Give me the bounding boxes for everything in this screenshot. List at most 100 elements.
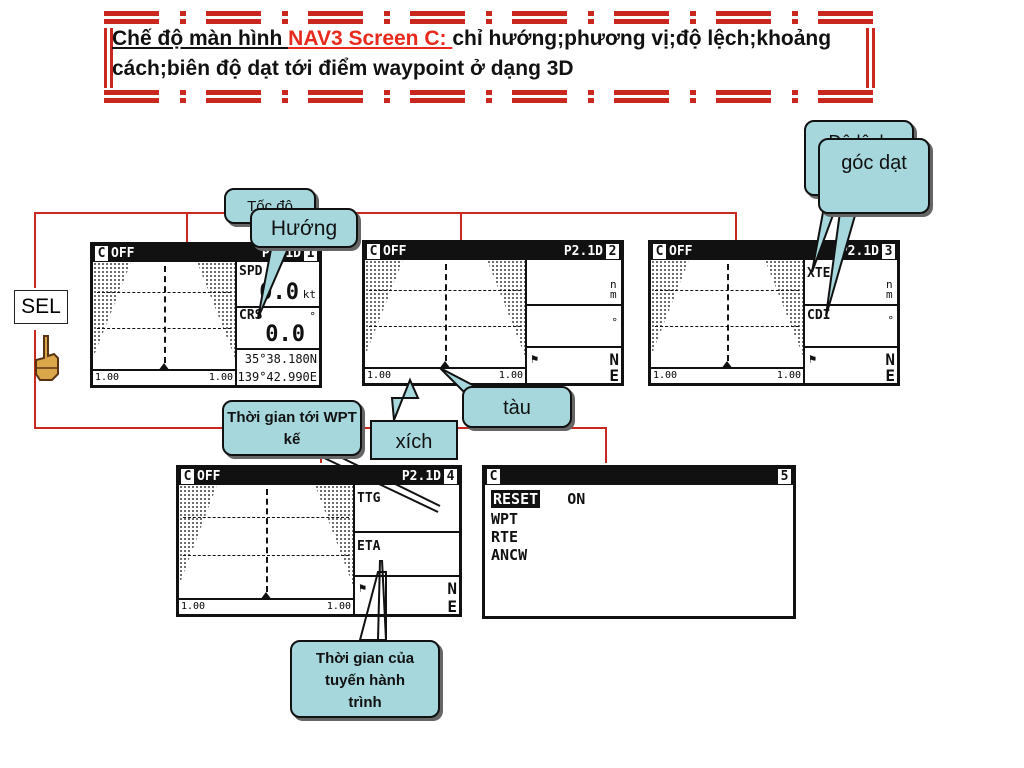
page-indicator: P2.1D xyxy=(401,469,441,484)
connector-line xyxy=(34,212,736,214)
waypoint-flag-icon: ⚑ xyxy=(809,352,817,366)
connector-line xyxy=(460,212,462,240)
highway-shade-right xyxy=(765,260,803,356)
title-frame-left xyxy=(104,28,107,88)
distance-line xyxy=(97,328,231,329)
course-mode-indicator: C xyxy=(181,469,194,484)
title-frame-right-2 xyxy=(872,28,875,88)
title-frame-bottom-inner xyxy=(104,90,874,95)
waypoint-flag-icon: ⚑ xyxy=(359,581,367,595)
connector-line xyxy=(735,212,737,240)
title-part2: chỉ hướng;phương vị;độ lệch;khoảng cách;… xyxy=(112,27,832,80)
highway-shade-right xyxy=(197,262,235,358)
distance-line xyxy=(655,290,799,291)
distance-line xyxy=(369,290,521,291)
cdi-unit: ° xyxy=(887,314,894,327)
course-mode-indicator: C xyxy=(367,244,380,259)
screen-number: 4 xyxy=(444,469,457,484)
callout-cross-track: xích xyxy=(370,420,458,460)
title-part1: Chế độ màn hình xyxy=(112,27,289,50)
title-frame-bottom xyxy=(104,98,874,103)
data-panel: n m ° ⚑ N E xyxy=(525,260,621,383)
menu-screen-5: C 5 RESET ON WPT RTE ANCW xyxy=(482,465,796,619)
course-line xyxy=(727,264,729,361)
cdi-label: CDI xyxy=(807,308,831,323)
distance-line xyxy=(183,517,349,518)
callout-heading: Hướng xyxy=(250,208,358,248)
north-indicator: N xyxy=(447,579,457,598)
menu-item-reset[interactable]: RESET ON xyxy=(491,490,586,508)
ttg-cell: TTG xyxy=(355,485,459,533)
speed-cell: SPD 0.0 kt xyxy=(237,262,319,308)
status-off: OFF xyxy=(197,469,221,484)
ttg-label: TTG xyxy=(357,491,381,506)
screen-number: 3 xyxy=(882,244,895,259)
menu-item-ancw[interactable]: ANCW xyxy=(491,546,528,564)
eta-cell: ETA xyxy=(355,531,459,577)
eta-label: ETA xyxy=(357,539,381,554)
speed-label: SPD xyxy=(239,264,263,279)
course-cell: CRS 0.0 ° xyxy=(237,306,319,350)
speed-value: 0.0 xyxy=(259,280,299,305)
east-indicator: E xyxy=(447,597,457,616)
page-title: Chế độ màn hình NAV3 Screen C: chỉ hướng… xyxy=(112,24,862,84)
longitude-value: 139°42.990E xyxy=(237,370,317,384)
title-frame-top xyxy=(104,11,874,16)
ship-marker-icon xyxy=(439,361,451,369)
distance-line xyxy=(655,326,799,327)
screen-number: 2 xyxy=(606,244,619,259)
reset-value: ON xyxy=(567,490,586,508)
highway-shade-right xyxy=(315,485,353,586)
title-frame-top-inner xyxy=(104,19,874,24)
status-off: OFF xyxy=(111,246,135,261)
callout-drift-angle: góc dạt xyxy=(818,138,930,214)
data-panel: XTE n m CDI ° ⚑ N E xyxy=(803,260,897,383)
page-indicator: P2.1D xyxy=(563,244,603,259)
title-frame-right xyxy=(866,28,869,88)
title-highlight: NAV3 Screen C: xyxy=(288,27,453,50)
title-frame-left-2 xyxy=(110,28,113,88)
course-mode-indicator: C xyxy=(487,469,500,484)
connector-line xyxy=(605,427,607,463)
sel-key-label[interactable]: SEL xyxy=(14,290,68,324)
pointing-hand-icon xyxy=(35,335,59,381)
screen-number: 1 xyxy=(304,246,317,261)
connector-line xyxy=(34,330,36,428)
bearing-cell: ° xyxy=(527,304,621,348)
xte-unit: n m xyxy=(886,278,893,301)
menu-item-wpt[interactable]: WPT xyxy=(491,510,519,528)
callout-time-to-next-wpt: Thời gian tới WPT kế xyxy=(222,400,362,456)
callout-ship: tàu xyxy=(462,386,572,428)
distance-unit: n m xyxy=(610,278,617,301)
course-value: 0.0 xyxy=(265,322,305,347)
course-mode-indicator: C xyxy=(95,246,108,261)
connector-line xyxy=(34,212,36,288)
course-line xyxy=(445,264,447,361)
distance-line xyxy=(369,326,521,327)
page-indicator: P2.1D xyxy=(839,244,879,259)
screen-number: 5 xyxy=(778,469,791,484)
highway-shade-left xyxy=(93,262,131,358)
highway-shade-left xyxy=(365,260,403,356)
connector-line xyxy=(186,212,188,242)
distance-line xyxy=(183,555,349,556)
highway-shade-left xyxy=(651,260,689,356)
menu-item-rte[interactable]: RTE xyxy=(491,528,519,546)
distance-line xyxy=(97,292,231,293)
latitude-value: 35°38.180N xyxy=(244,352,317,366)
screen-header: C OFF P2.1D 3 xyxy=(651,243,897,260)
status-off: OFF xyxy=(669,244,693,259)
cdi-cell: CDI ° xyxy=(805,304,897,348)
ship-marker-icon xyxy=(158,363,170,371)
highway-shade-left xyxy=(179,485,217,586)
